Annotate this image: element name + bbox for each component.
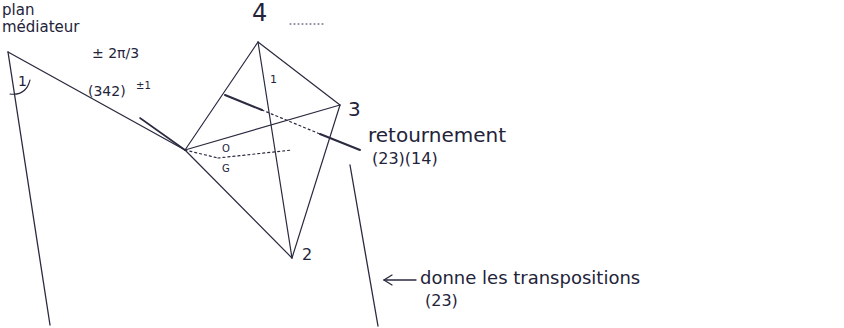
edge-line [292,105,340,258]
plane-number: 1 [18,74,27,89]
point-label: G [222,163,230,174]
axis-line [225,95,262,110]
plane-edge [8,52,50,325]
edge-line [185,150,292,258]
edge-line [258,42,340,105]
edge-line [185,105,340,150]
pointer-arrow [384,279,416,280]
plane-edge [350,165,378,326]
permutation-label: (23)(14) [372,150,438,168]
permutation-label: (23) [425,292,458,310]
axis-line [262,110,320,134]
face-label: 1 [270,74,277,86]
pointer-arrow [384,275,392,285]
axis-line [320,134,360,150]
angle-label: ± 2π/3 [92,46,139,61]
note-text: donne les transpositions [420,268,640,288]
axis-line [140,118,185,150]
plane-label: plan médiateur [2,2,80,35]
vertex-label: 2 [302,246,312,264]
exponent-label: ±1 [136,80,151,91]
permutation-label: (342) [88,84,126,99]
vertex-label: 4 [252,0,267,26]
axis-label: retournement [368,124,506,146]
vertex-label: 3 [348,98,361,120]
point-label: O [222,143,230,154]
plane-edge [8,52,185,150]
axis-line [185,150,218,158]
edge-line [258,42,292,258]
dotted-mark [290,24,325,25]
edge-line [185,42,258,150]
